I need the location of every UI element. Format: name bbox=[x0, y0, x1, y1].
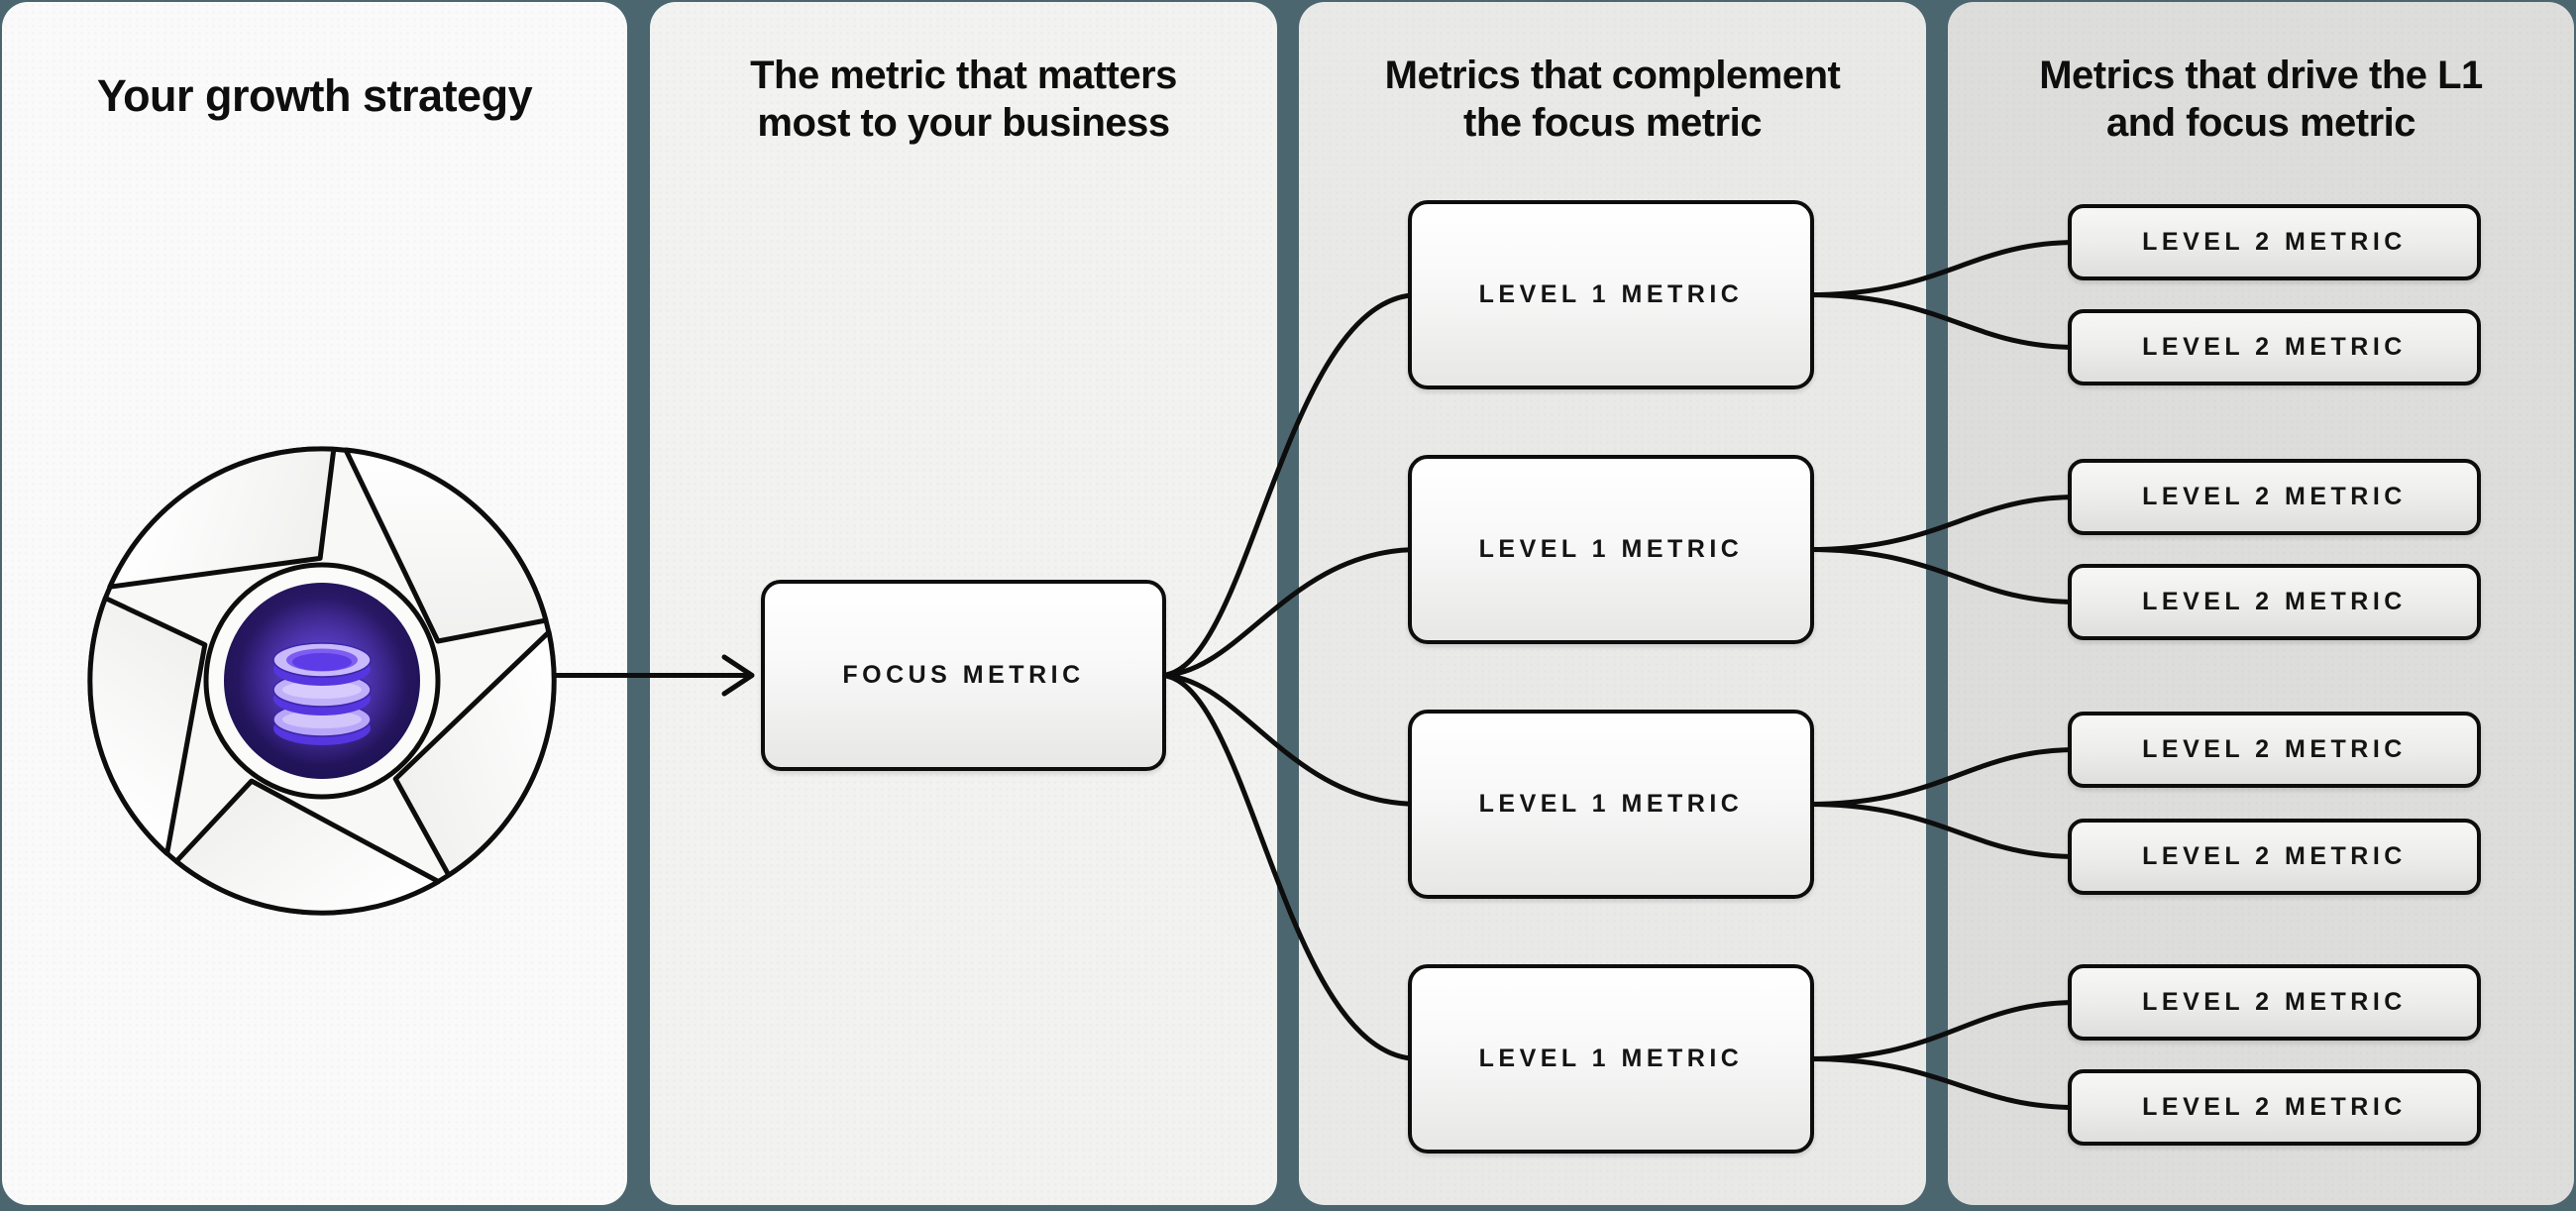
panel-title-line: and focus metric bbox=[2105, 101, 2416, 145]
level1-metric-node-2: LEVEL 1 METRIC bbox=[1408, 455, 1814, 644]
level1-metric-node-3: LEVEL 1 METRIC bbox=[1408, 710, 1814, 899]
flywheel-blades bbox=[87, 446, 557, 916]
panel-title: The metric that matters most to your bus… bbox=[650, 2, 1277, 147]
level2-metric-node-2: LEVEL 2 METRIC bbox=[2068, 309, 2481, 385]
flywheel-database-icon bbox=[87, 446, 557, 916]
panel-title: Metrics that complement the focus metric bbox=[1299, 2, 1926, 147]
level2-metric-node-1: LEVEL 2 METRIC bbox=[2068, 204, 2481, 280]
panel-title-line: most to your business bbox=[757, 101, 1170, 145]
level1-metric-node-4: LEVEL 1 METRIC bbox=[1408, 964, 1814, 1154]
database-icon bbox=[272, 642, 372, 745]
panel-title-line: Your growth strategy bbox=[96, 70, 533, 121]
level2-metric-node-6: LEVEL 2 METRIC bbox=[2068, 819, 2481, 895]
panel-title: Your growth strategy bbox=[2, 2, 627, 123]
panel-title: Metrics that drive the L1 and focus metr… bbox=[1948, 2, 2574, 147]
level2-metric-node-7: LEVEL 2 METRIC bbox=[2068, 964, 2481, 1041]
level2-metric-node-8: LEVEL 2 METRIC bbox=[2068, 1069, 2481, 1146]
level1-metric-node-1: LEVEL 1 METRIC bbox=[1408, 200, 1814, 389]
focus-metric-node: FOCUS METRIC bbox=[761, 580, 1166, 771]
level2-metric-node-5: LEVEL 2 METRIC bbox=[2068, 712, 2481, 788]
panel-title-line: The metric that matters bbox=[750, 54, 1177, 97]
panel-title-line: Metrics that complement bbox=[1384, 54, 1841, 97]
level2-metric-node-4: LEVEL 2 METRIC bbox=[2068, 564, 2481, 640]
level2-metric-node-3: LEVEL 2 METRIC bbox=[2068, 459, 2481, 535]
panel-title-line: Metrics that drive the L1 bbox=[2039, 54, 2483, 97]
panel-title-line: the focus metric bbox=[1463, 101, 1762, 145]
